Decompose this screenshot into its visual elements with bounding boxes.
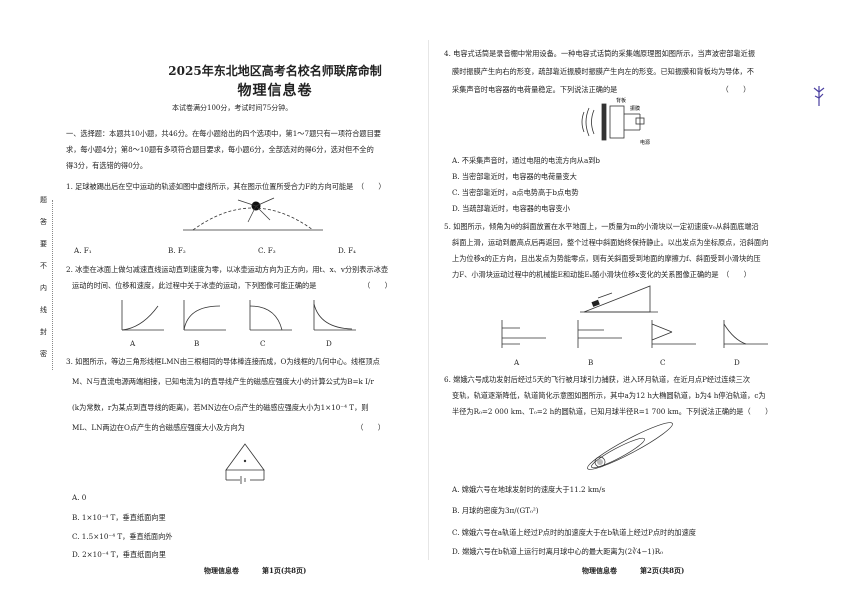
q5-option-d[interactable]: D	[734, 358, 740, 367]
q5-stem-line: 上为位移x的正方向，且出发点为势能零点，则有关斜面受到地面的摩擦力f、斜面受到小…	[452, 254, 761, 263]
q3-stem-line: (k为常数，r为某点到直导线的距离)，若MN边在O点产生的磁感应强度大小为1×1…	[72, 403, 369, 412]
margin-label: 线	[40, 306, 47, 314]
q4-fig-label-diaphragm: 振膜	[630, 105, 640, 112]
footer-paper-name: 物理信息卷	[204, 566, 239, 575]
q6-orbit-figure	[587, 422, 673, 470]
margin-label: 要	[40, 240, 47, 248]
q6-stem-line: 变轨，轨道逐渐降低，轨道简化示意图如图所示，其中a为12 h大椭圆轨道，b为4 …	[452, 391, 766, 400]
margin-label: 答	[40, 218, 47, 226]
seal-line	[52, 200, 54, 370]
q3-option-a[interactable]: A. 0	[72, 493, 87, 502]
q5-stem-line: 斜面上滑，运动到最高点后再返回，整个过程中斜面始终保持静止。以出发点为坐标原点，…	[452, 238, 769, 247]
q2-stem-line: 运动的时间、位移和速度，此过程中关于冰壶的运动，下列图像可能正确的是 （ ）	[72, 281, 392, 290]
q1-figure	[183, 197, 323, 231]
q6-stem-line: 6. 嫦娥六号成功发射后经过5天的飞行被月球引力捕获，进入环月轨道，在近月点P经…	[444, 375, 751, 384]
footer-paper-name: 物理信息卷	[582, 566, 617, 575]
q5-incline-figure	[580, 285, 658, 313]
paper-title: 物理信息卷	[237, 83, 313, 99]
q5-option-c[interactable]: C	[660, 358, 666, 367]
q1-option-d[interactable]: D. F₄	[338, 246, 356, 255]
q6-option-d[interactable]: D. 嫦娥六号在b轨道上运行时离月球中心的最大距离为(2∛4−1)R₀	[452, 547, 664, 556]
q4-stem-line: 采集声音时电容器的电荷量稳定。下列说法正确的是 （ ）	[452, 85, 751, 94]
q6-option-a[interactable]: A. 嫦娥六号在地球发射时的速度大于11.2 km/s	[452, 485, 606, 494]
margin-label: 密	[40, 350, 47, 358]
q1-stem: 1. 足球被踢出后在空中运动的轨迹如图中虚线所示，其在图示位置所受合力F的方向可…	[66, 182, 386, 191]
q1-option-c[interactable]: C. F₃	[258, 246, 276, 255]
q5-graphs	[501, 320, 768, 348]
q4-microphone-figure: 背板 振膜 电源	[581, 97, 650, 146]
q2-option-b[interactable]: B	[194, 339, 200, 348]
q6-stem-line: 半径为R₀=2 000 km、T₀=2 h的圆轨道，已知月球半径R=1 700 …	[452, 407, 773, 416]
q4-option-a[interactable]: A. 不采集声音时，通过电阻的电流方向从a到b	[452, 156, 601, 165]
q2-graphs	[121, 300, 356, 331]
q3-stem-line: ML、LN两边在O点产生的合磁感应强度大小及方向为 （ ）	[72, 423, 385, 432]
footer-page-number: 第2页(共8页)	[640, 566, 685, 575]
q4-option-d[interactable]: D. 当疏部靠近时，电容器的电容变小	[452, 204, 570, 213]
q4-fig-label-backplate: 背板	[616, 97, 626, 104]
section-heading-line: 得3分，有选错的得0分。	[66, 161, 148, 170]
q1-option-b[interactable]: B. F₂	[168, 246, 186, 255]
q2-option-a[interactable]: A	[130, 339, 136, 348]
q3-stem-line: M、N与直流电源两端相接，已知电流为I的直导线产生的磁感应强度大小的计算公式为B…	[72, 377, 374, 386]
q5-stem-line: 力F、小滑块运动过程中的机械能E和动能Eₖ随小滑块位移x变化的关系图像正确的是 …	[452, 270, 751, 279]
q4-option-c[interactable]: C. 当密部靠近时，a点电势高于b点电势	[452, 188, 579, 197]
q5-option-a[interactable]: A	[514, 358, 520, 367]
flower-mark-icon	[813, 86, 825, 106]
binding-margin: 题 答 要 不 内 线 封 密	[24, 195, 50, 370]
margin-label: 题	[40, 196, 47, 204]
q4-stem-line: 膜时振膜产生向右的形变，疏部靠近振膜时振膜产生向左的形变。已知振膜和背板均为导体…	[452, 67, 754, 76]
q5-stem-line: 5. 如图所示，倾角为θ的斜面放置在水平地面上，一质量为m的小滑块以一定初速度v…	[444, 222, 759, 231]
q4-option-b[interactable]: B. 当密部靠近时，电容器的电荷量变大	[452, 172, 577, 181]
page-divider	[428, 40, 429, 560]
q6-option-c[interactable]: C. 嫦娥六号在a轨道上经过P点时的加速度大于在b轨道上经过P点时的加速度	[452, 528, 696, 537]
margin-label: 封	[40, 328, 47, 336]
q2-option-c[interactable]: C	[260, 339, 266, 348]
section-heading-line: 求，每小题4分；第8～10题有多项符合题目要求，每小题6分，全部选对的得6分，选…	[66, 145, 374, 154]
margin-label: 不	[40, 262, 47, 270]
exam-info: 本试卷满分100分，考试时间75分钟。	[172, 104, 293, 112]
q3-option-b[interactable]: B. 1×10⁻⁴ T，垂直纸面向里	[72, 513, 166, 522]
q3-option-c[interactable]: C. 1.5×10⁻⁴ T，垂直纸面向外	[72, 532, 173, 541]
exam-series-title: 2025年东北地区高考名校名师联席命制	[168, 64, 382, 78]
q6-option-b[interactable]: B. 月球的密度为3π/(GT₀²)	[452, 506, 539, 515]
q3-stem-line: 3. 如图所示，等边三角形线框LMN由三根相同的导体棒连接而成，O为线框的几何中…	[66, 357, 380, 366]
q5-option-b[interactable]: B	[588, 358, 594, 367]
q3-option-d[interactable]: D. 2×10⁻⁴ T，垂直纸面向里	[72, 550, 166, 559]
q4-fig-label-source: 电源	[640, 139, 650, 146]
margin-label: 内	[40, 284, 47, 292]
footer-page-number: 第1页(共8页)	[262, 566, 307, 575]
q1-option-a[interactable]: A. F₁	[74, 246, 92, 255]
section-heading-line: 一、选择题：本题共10小题，共46分。在每小题给出的四个选项中，第1～7题只有一…	[66, 129, 381, 138]
q4-stem-line: 4. 电容式话筒是录音棚中常用设备。一种电容式话筒的采集端原理图如图所示，当声波…	[444, 49, 756, 58]
q2-option-d[interactable]: D	[326, 339, 332, 348]
q2-stem-line: 2. 冰壶在冰面上做匀减速直线运动直到速度为零，以冰壶运动方向为正方向，用t、x…	[66, 265, 389, 274]
q3-triangle-figure	[225, 443, 265, 484]
